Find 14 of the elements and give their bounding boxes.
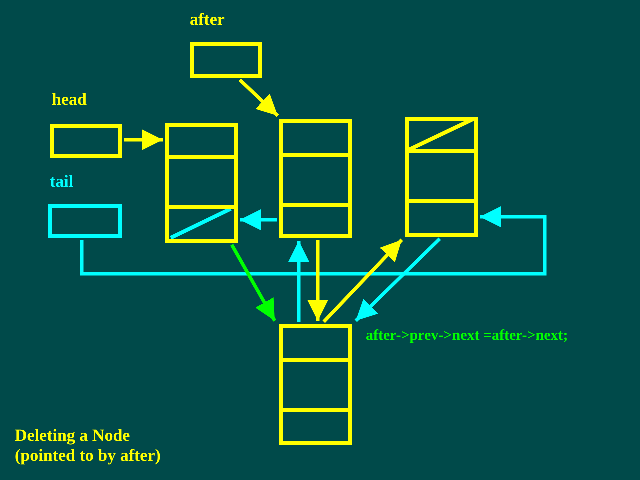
pointer-arrow: [308, 240, 328, 321]
pointer-arrow: [288, 241, 310, 322]
pointer-arrow: [240, 210, 277, 230]
pointer-arrow: [354, 238, 442, 322]
pointer-arrow: [124, 130, 163, 150]
code-statement: after->prev->next =after->next;: [366, 327, 568, 346]
variable-label: head: [52, 90, 87, 110]
caption: Deleting a Node (pointed to by after): [15, 426, 162, 466]
variable-label: after: [190, 10, 225, 30]
pointer-arrow: [80, 206, 547, 276]
pointer-arrow: [230, 244, 277, 322]
pointer-arrow: [238, 78, 280, 118]
pointer-arrow: [322, 238, 404, 324]
variable-label: tail: [50, 172, 74, 192]
